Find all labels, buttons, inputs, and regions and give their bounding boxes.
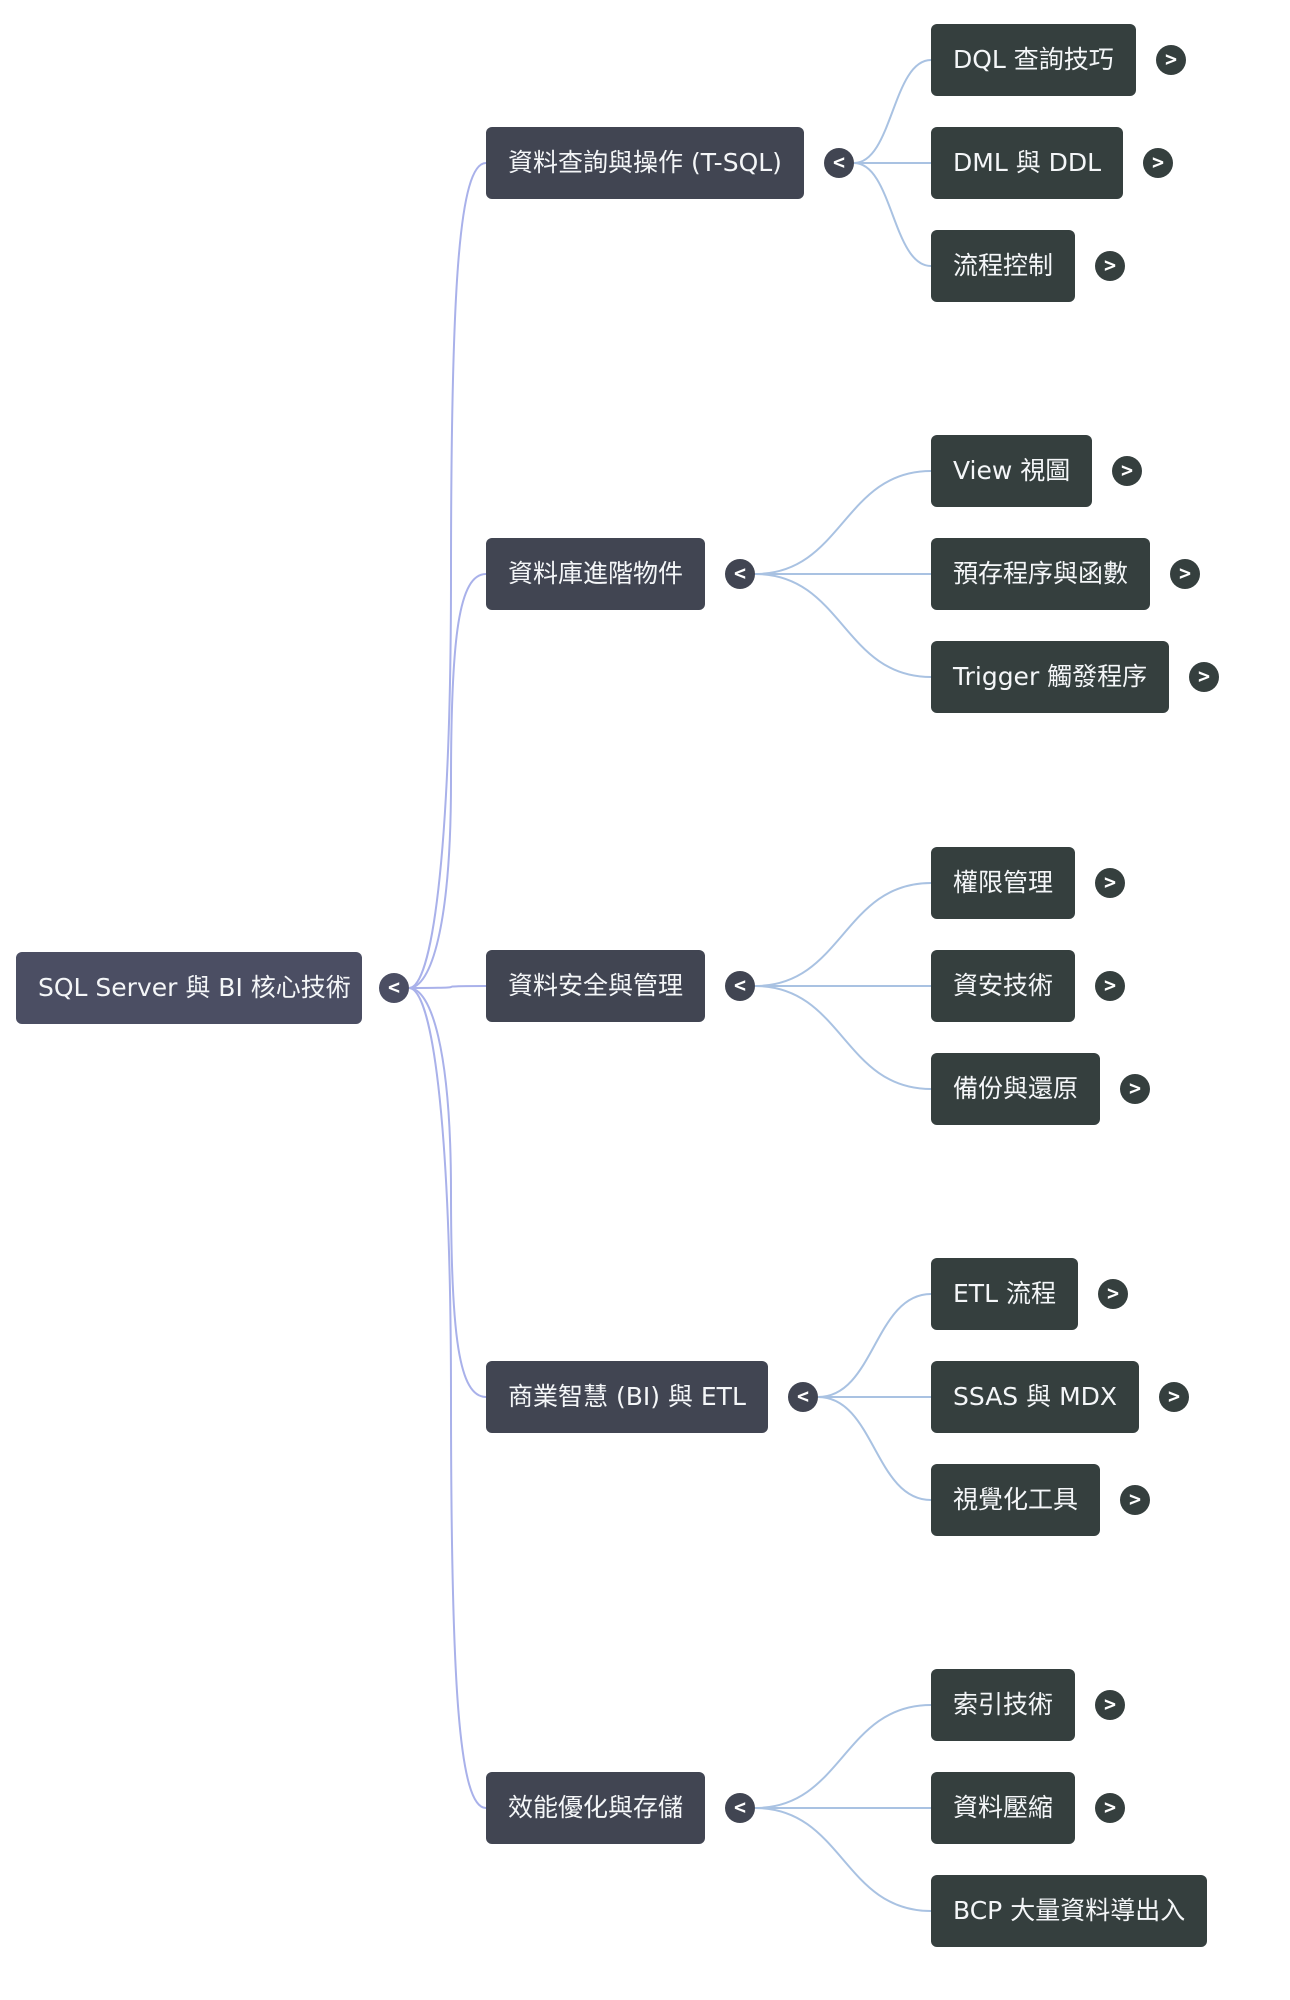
root-branch-link xyxy=(408,987,487,1809)
branch-collapse-toggle[interactable]: < xyxy=(824,148,854,178)
branch-leaf-link xyxy=(754,882,932,987)
leaf-node[interactable]: 備份與還原 xyxy=(931,1053,1101,1125)
leaf-expand-toggle[interactable]: > xyxy=(1143,148,1173,178)
branch-leaf-link xyxy=(853,162,932,267)
leaf-expand-toggle[interactable]: > xyxy=(1120,1074,1150,1104)
leaf-node[interactable]: 流程控制 xyxy=(931,230,1076,302)
leaf-expand-toggle[interactable]: > xyxy=(1189,662,1219,692)
leaf-node[interactable]: 權限管理 xyxy=(931,847,1076,919)
leaf-node[interactable]: ETL 流程 xyxy=(931,1258,1078,1330)
branch-leaf-link xyxy=(817,1293,932,1398)
branch-node[interactable]: 資料查詢與操作 (T-SQL) xyxy=(486,127,804,199)
leaf-expand-toggle[interactable]: > xyxy=(1120,1485,1150,1515)
leaf-node[interactable]: Trigger 觸發程序 xyxy=(931,641,1170,713)
root-branch-link xyxy=(408,987,487,1398)
branch-leaf-link xyxy=(754,1704,932,1809)
branch-leaf-link xyxy=(754,1807,932,1912)
leaf-node[interactable]: View 視圖 xyxy=(931,435,1093,507)
branch-leaf-link xyxy=(754,573,932,678)
leaf-expand-toggle[interactable]: > xyxy=(1156,45,1186,75)
branch-leaf-link xyxy=(754,985,932,1090)
leaf-expand-toggle[interactable]: > xyxy=(1095,251,1125,281)
leaf-expand-toggle[interactable]: > xyxy=(1095,1690,1125,1720)
leaf-node[interactable]: 預存程序與函數 xyxy=(931,538,1151,610)
leaf-node[interactable]: 資安技術 xyxy=(931,950,1076,1022)
root-collapse-toggle[interactable]: < xyxy=(379,973,409,1003)
leaf-node[interactable]: 索引技術 xyxy=(931,1669,1076,1741)
root-branch-link xyxy=(408,162,487,989)
branch-node[interactable]: 效能優化與存儲 xyxy=(486,1772,706,1844)
branch-node[interactable]: 資料庫進階物件 xyxy=(486,538,706,610)
leaf-expand-toggle[interactable]: > xyxy=(1112,456,1142,486)
branch-node[interactable]: 商業智慧 (BI) 與 ETL xyxy=(486,1361,768,1433)
leaf-node[interactable]: 資料壓縮 xyxy=(931,1772,1076,1844)
branch-collapse-toggle[interactable]: < xyxy=(725,1793,755,1823)
leaf-node[interactable]: BCP 大量資料導出入 xyxy=(931,1875,1208,1947)
leaf-expand-toggle[interactable]: > xyxy=(1170,559,1200,589)
leaf-node[interactable]: SSAS 與 MDX xyxy=(931,1361,1140,1433)
branch-collapse-toggle[interactable]: < xyxy=(725,559,755,589)
branch-node[interactable]: 資料安全與管理 xyxy=(486,950,706,1022)
leaf-node[interactable]: 視覺化工具 xyxy=(931,1464,1101,1536)
leaf-node[interactable]: DML 與 DDL xyxy=(931,127,1124,199)
leaf-expand-toggle[interactable]: > xyxy=(1098,1279,1128,1309)
branch-leaf-link xyxy=(817,1396,932,1501)
leaf-expand-toggle[interactable]: > xyxy=(1095,868,1125,898)
leaf-expand-toggle[interactable]: > xyxy=(1095,1793,1125,1823)
root-node[interactable]: SQL Server 與 BI 核心技術 xyxy=(16,952,362,1024)
leaf-expand-toggle[interactable]: > xyxy=(1095,971,1125,1001)
branch-leaf-link xyxy=(853,59,932,164)
root-branch-link xyxy=(408,985,487,989)
root-branch-link xyxy=(408,573,487,989)
branch-collapse-toggle[interactable]: < xyxy=(788,1382,818,1412)
branch-collapse-toggle[interactable]: < xyxy=(725,971,755,1001)
branch-leaf-link xyxy=(754,470,932,575)
leaf-expand-toggle[interactable]: > xyxy=(1159,1382,1189,1412)
leaf-node[interactable]: DQL 查詢技巧 xyxy=(931,24,1136,96)
